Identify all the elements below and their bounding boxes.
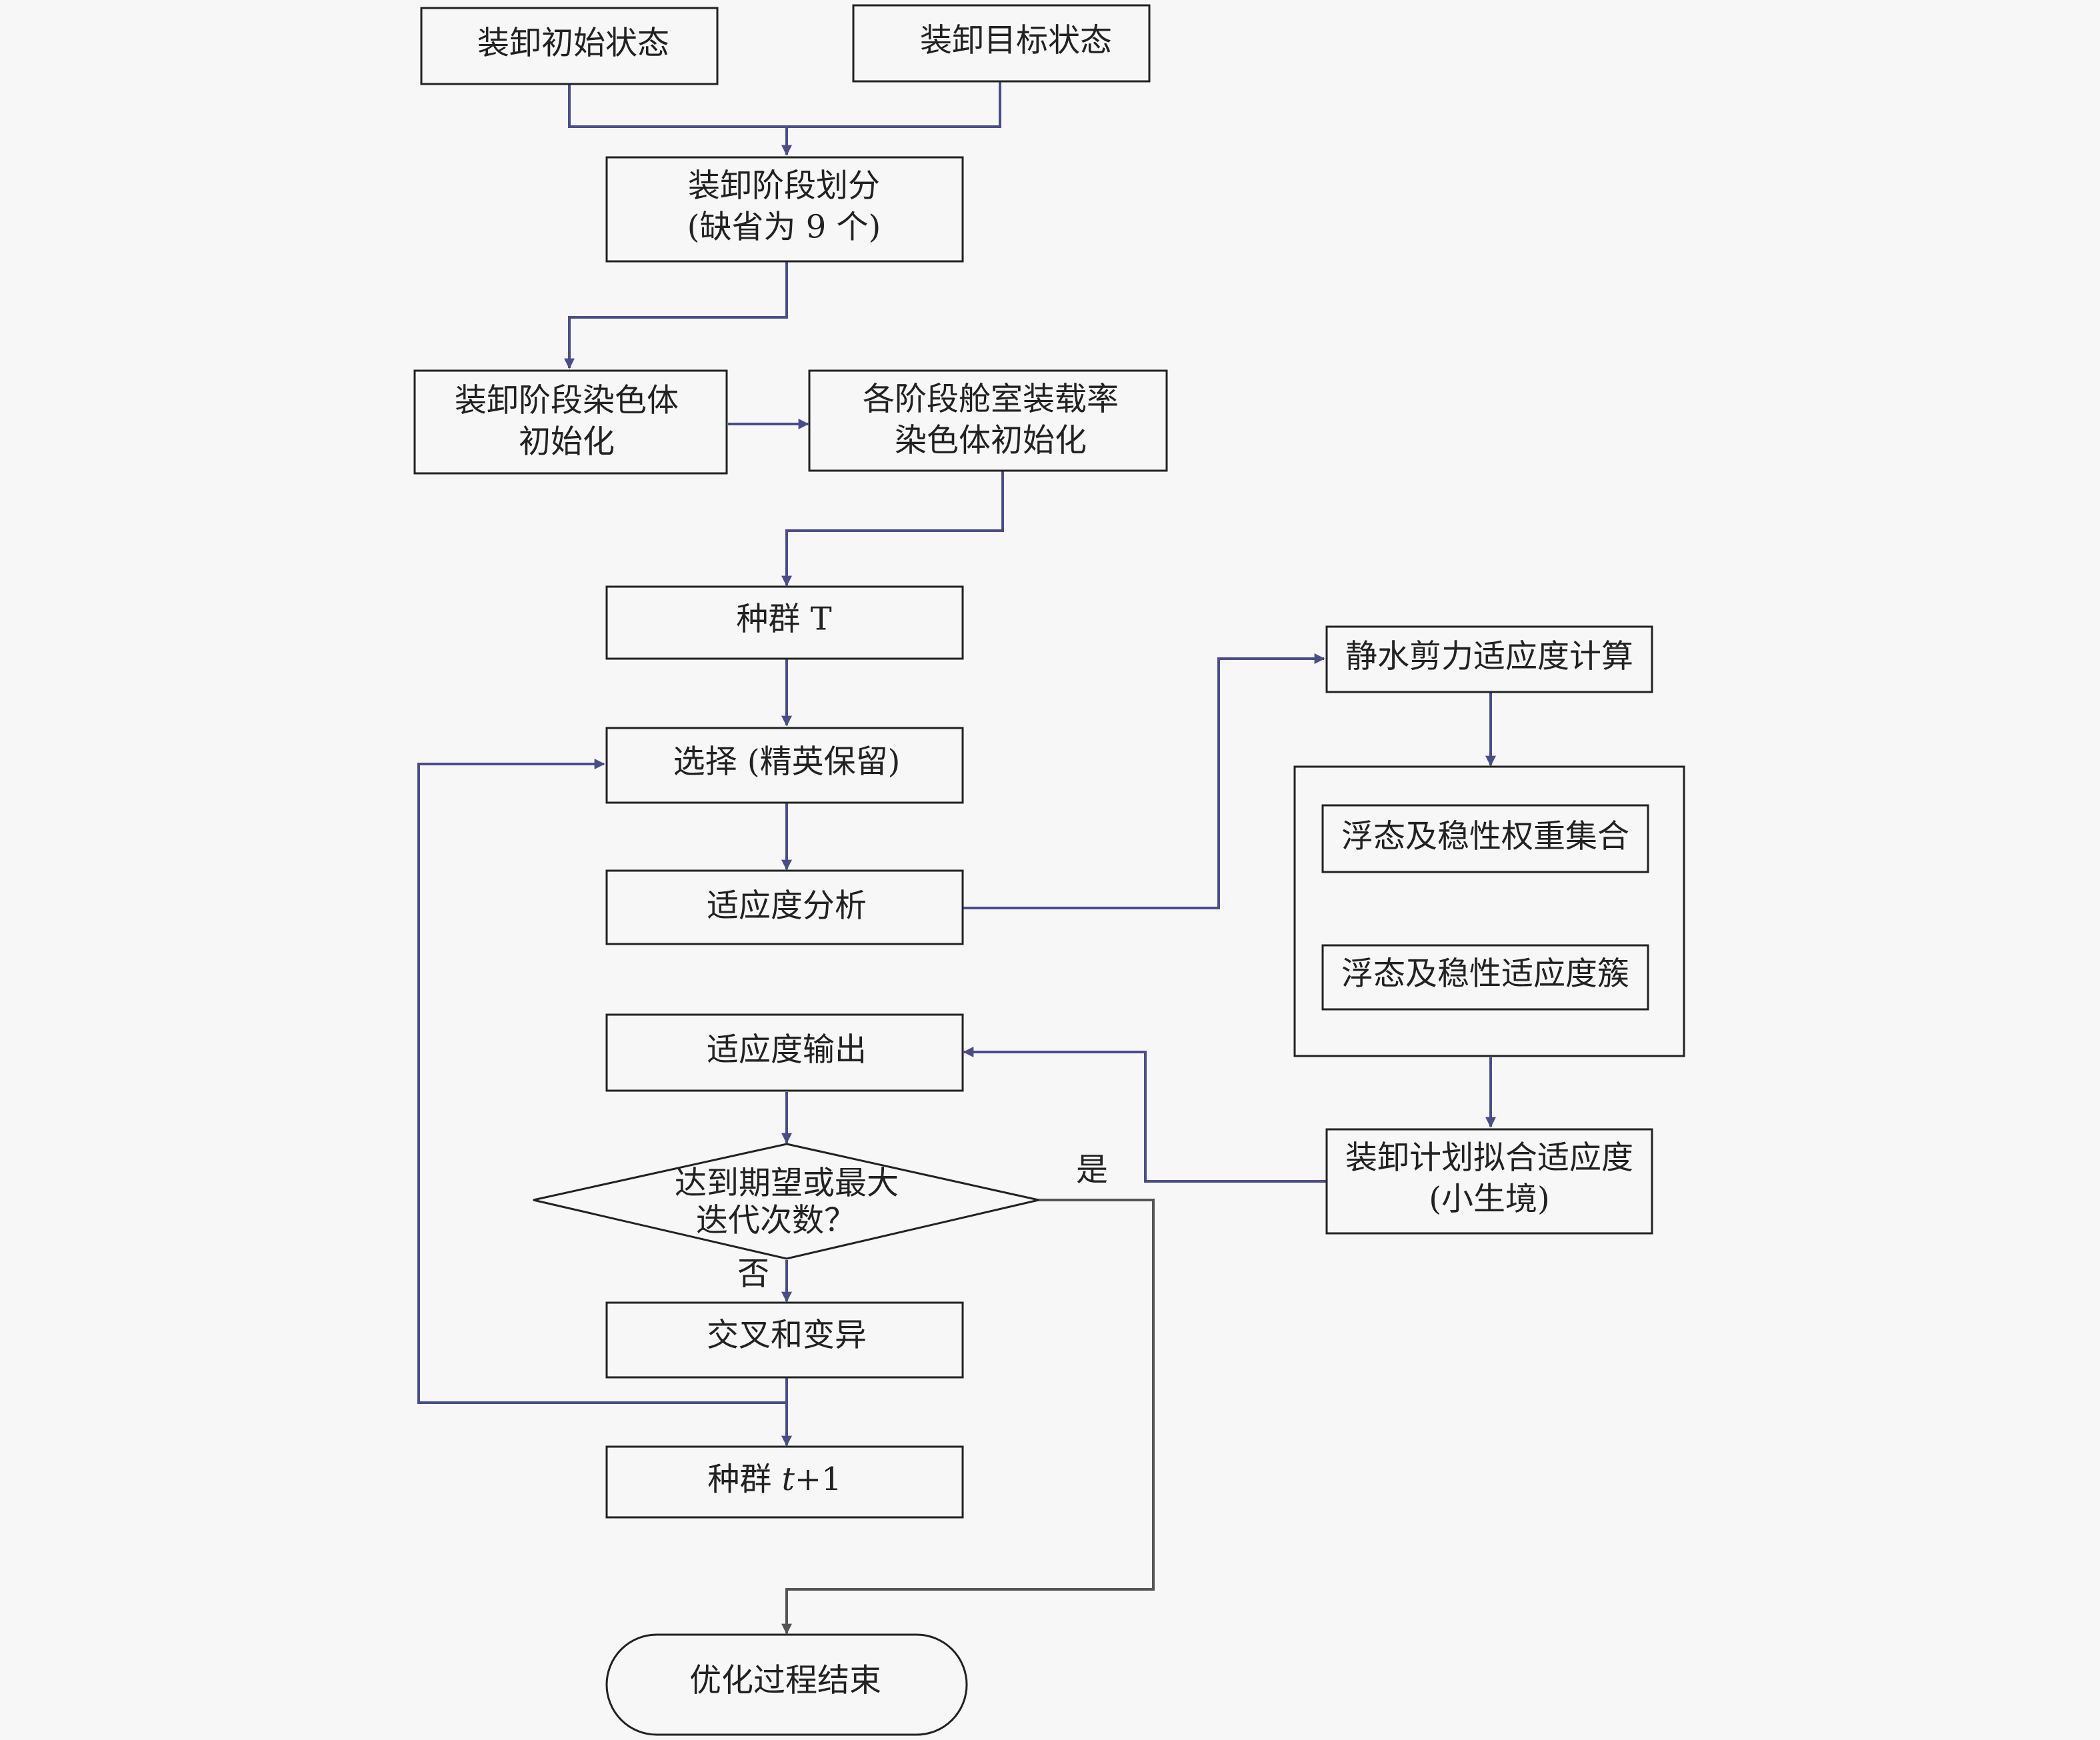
edge-label-yes: 是 bbox=[1076, 1151, 1108, 1189]
node-fitness-output: 适应度输出 bbox=[605, 1013, 964, 1092]
node-end-label: 优化过程结束 bbox=[689, 1662, 881, 1699]
node-decision-line1: 达到期望或最大 bbox=[675, 1165, 899, 1202]
edge-label-no: 否 bbox=[737, 1255, 769, 1293]
edge-loop-back-to-selection bbox=[417, 759, 787, 1404]
node-stage-division: 装卸阶段划分 (缺省为 9 个) bbox=[605, 156, 964, 263]
edge-fitness-to-shear bbox=[963, 653, 1325, 909]
node-plan-fitness-line2: (小生境) bbox=[1429, 1181, 1549, 1218]
node-population-t: 种群 T bbox=[605, 585, 964, 660]
node-initial-state-label: 装卸初始状态 bbox=[477, 25, 669, 62]
node-fitness-cluster: 浮态及稳性适应度簇 bbox=[1321, 944, 1649, 1011]
node-end-terminator: 优化过程结束 bbox=[605, 1633, 968, 1736]
edge-division-to-stage-chrom bbox=[564, 261, 788, 369]
node-stage-division-line2: (缺省为 9 个) bbox=[687, 209, 881, 246]
node-target-state-label: 装卸目标状态 bbox=[920, 22, 1112, 59]
node-cabin-chromosome-line1: 各阶段舱室装载率 bbox=[863, 381, 1119, 418]
node-population-next: 种群 t+1 bbox=[605, 1445, 964, 1519]
node-crossover-mutation-label: 交叉和变异 bbox=[707, 1317, 867, 1354]
edge-target-to-division bbox=[787, 81, 1001, 128]
node-population-next-label: 种群 t+1 bbox=[707, 1461, 841, 1498]
node-crossover-mutation: 交叉和变异 bbox=[605, 1301, 964, 1379]
node-population-t-label: 种群 T bbox=[736, 601, 831, 638]
node-stage-chromosome-init: 装卸阶段染色体 初始化 bbox=[413, 369, 728, 475]
node-population-next-variable: t bbox=[782, 1461, 795, 1498]
node-fitness-analysis: 适应度分析 bbox=[605, 869, 964, 945]
node-cabin-chromosome-init: 各阶段舱室装载率 染色体初始化 bbox=[808, 369, 1168, 472]
node-fitness-output-label: 适应度输出 bbox=[707, 1031, 867, 1069]
node-initial-state: 装卸初始状态 bbox=[420, 7, 719, 85]
connectors bbox=[417, 81, 1496, 1635]
node-stage-chromosome-line1: 装卸阶段染色体 bbox=[455, 382, 679, 419]
edge-decision-yes-to-end bbox=[781, 1199, 1155, 1635]
node-decision: 达到期望或最大 迭代次数？ bbox=[533, 1143, 1039, 1260]
node-shear-fitness: 静水剪力适应度计算 bbox=[1325, 625, 1653, 693]
node-shear-fitness-label: 静水剪力适应度计算 bbox=[1345, 638, 1633, 675]
node-decision-line2: 迭代次数？ bbox=[696, 1202, 856, 1239]
node-target-state: 装卸目标状态 bbox=[852, 4, 1151, 83]
edge-plan-fitness-to-output bbox=[963, 1047, 1327, 1183]
node-weight-set: 浮态及稳性权重集合 bbox=[1321, 804, 1649, 873]
edge-initial-to-division bbox=[568, 83, 792, 156]
node-cabin-chromosome-line2: 染色体初始化 bbox=[895, 422, 1087, 459]
node-selection-label: 选择 (精英保留) bbox=[673, 743, 901, 781]
node-population-next-suffix: +1 bbox=[795, 1461, 842, 1498]
node-fitness-analysis-label: 适应度分析 bbox=[707, 887, 867, 925]
node-stage-division-line1: 装卸阶段划分 bbox=[688, 167, 880, 205]
node-population-next-prefix: 种群 bbox=[707, 1461, 781, 1498]
node-selection: 选择 (精英保留) bbox=[605, 727, 964, 804]
node-plan-fitness-line1: 装卸计划拟合适应度 bbox=[1345, 1139, 1633, 1177]
node-fitness-cluster-label: 浮态及稳性适应度簇 bbox=[1341, 955, 1629, 993]
edge-cabin-chrom-to-population bbox=[781, 471, 1004, 587]
node-plan-fitness: 装卸计划拟合适应度 (小生境) bbox=[1325, 1128, 1653, 1235]
node-stage-chromosome-line2: 初始化 bbox=[519, 423, 615, 461]
node-weight-set-label: 浮态及稳性权重集合 bbox=[1341, 818, 1629, 855]
